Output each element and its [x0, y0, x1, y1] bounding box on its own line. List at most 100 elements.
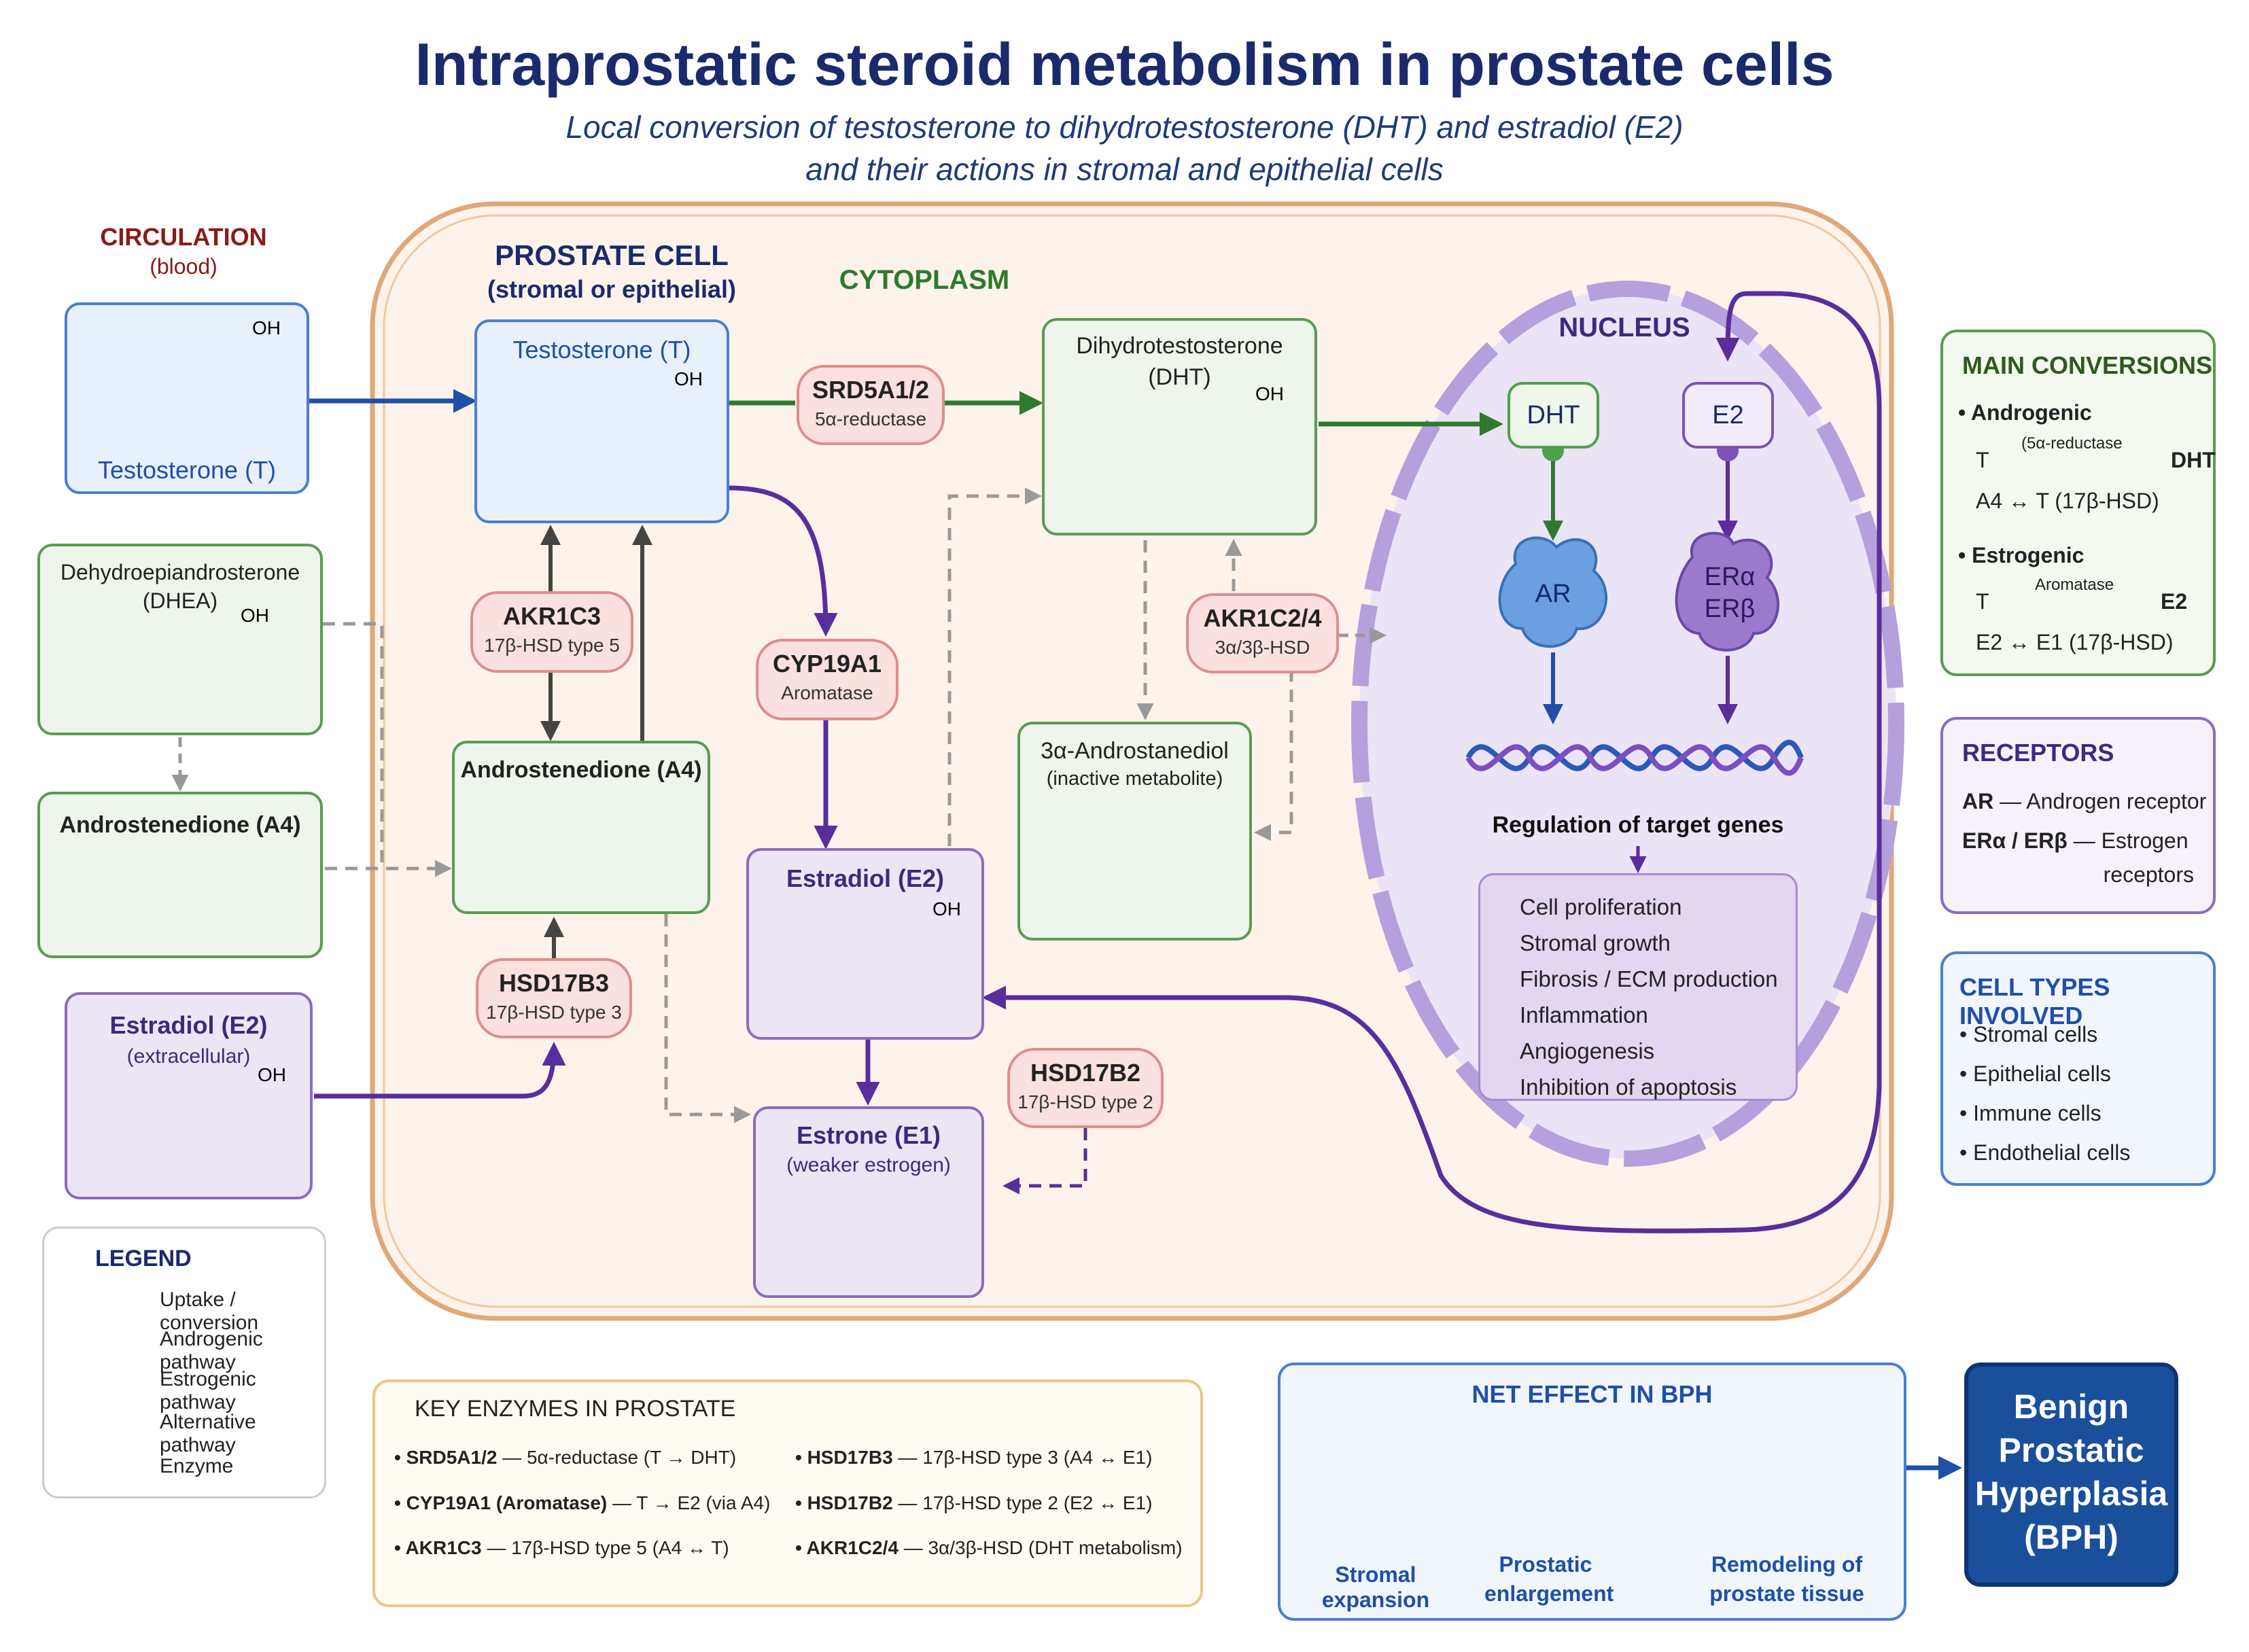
receptor-er-desc: — Estrogen: [2067, 828, 2189, 853]
enzyme-row-desc: — T → E2 (via A4): [607, 1492, 771, 1513]
main-conversions-title: MAIN CONVERSIONS: [1962, 351, 2213, 379]
conv-arrow-label: (5α-reductase: [2021, 434, 2123, 453]
bph-line1: Benign: [2013, 1388, 2129, 1426]
key-enzymes-panel: KEY ENZYMES IN PROSTATE • SRD5A1/2 — 5α-…: [372, 1379, 1203, 1607]
conv-t-label: T: [1976, 448, 1989, 472]
conv-a4-t-line: A4 ↔ T (17β-HSD): [1976, 489, 2159, 513]
receptor-er-desc-cont: receptors: [2103, 862, 2194, 887]
ar-receptor-shape: [1498, 536, 1607, 648]
er-receptor-shape: [1675, 531, 1779, 652]
dna-helix-icon: [1465, 739, 1804, 776]
oh-label: OH: [932, 898, 961, 919]
enzyme-hsd17b2: HSD17B2 17β-HSD type 2: [1007, 1048, 1164, 1128]
enzyme-row-desc: — 17β-HSD type 2 (E2 ↔ E1): [892, 1492, 1153, 1513]
circ-e2-sublabel: (extracellular): [126, 1045, 251, 1068]
cell-type-item: • Stromal cells: [1959, 1022, 2098, 1047]
enzyme-row-name: • CYP19A1 (Aromatase): [394, 1492, 608, 1513]
dhea-label-line1: Dehydroepiandrosterone: [60, 560, 300, 584]
enzyme-name: AKR1C3: [502, 602, 602, 630]
circ-testosterone-label: Testosterone (T): [97, 456, 277, 484]
era-label: ERα: [1704, 563, 1756, 591]
enzyme-name: HSD17B3: [498, 969, 610, 997]
gene-item: Inflammation: [1520, 1002, 1648, 1027]
enzyme-row-desc: — 17β-HSD type 5 (A4 ↔ T): [481, 1537, 729, 1558]
net-effect-prostatic-1: Prostatic: [1499, 1552, 1592, 1577]
receptor-ar-desc: — Androgen receptor: [1993, 789, 2207, 813]
enzyme-subname: 17β-HSD type 2: [1017, 1091, 1153, 1112]
enzyme-akr1c24: AKR1C2/4 3α/3β-HSD: [1186, 593, 1339, 673]
alt-arrow-a4-to-e1: [664, 914, 751, 1123]
main-conversions-panel: MAIN CONVERSIONS • Androgenic T (5α-redu…: [1940, 330, 2216, 676]
enzyme-subname: Aromatase: [781, 682, 873, 703]
arrow-circ-e2: [314, 1042, 566, 1099]
erb-label: ERβ: [1704, 595, 1756, 623]
enzyme-name: AKR1C2/4: [1203, 604, 1322, 632]
net-effect-panel: NET EFFECT IN BPH Stromal expansion Pros…: [1278, 1363, 1906, 1621]
legend-alternative-label: Alternative pathway: [160, 1411, 256, 1456]
enzyme-name: SRD5A1/2: [812, 376, 930, 404]
enzyme-row-name: • AKR1C2/4: [795, 1537, 899, 1558]
cell-e1-card: Estrone (E1) (weaker estrogen): [753, 1106, 984, 1298]
oh-label: OH: [258, 1064, 286, 1085]
oh-label: OH: [241, 605, 269, 626]
circ-e2-label: Estradiol (E2): [109, 1011, 268, 1039]
net-effect-title: NET EFFECT IN BPH: [1471, 1380, 1713, 1408]
gene-item: Fibrosis / ECM production: [1520, 966, 1778, 991]
enzyme-name: HSD17B2: [1030, 1059, 1141, 1087]
enzyme-cyp19a1: CYP19A1 Aromatase: [756, 639, 899, 720]
legend-enzyme-label: Enzyme: [160, 1455, 234, 1477]
enzyme-subname: 3α/3β-HSD: [1215, 637, 1310, 658]
arrow-t-to-aromatase: [728, 485, 838, 637]
cell-a4-card: Androstenedione (A4): [452, 741, 710, 914]
cell-types-panel: CELL TYPES INVOLVED • Stromal cells • Ep…: [1940, 951, 2216, 1186]
enzyme-subname: 17β-HSD type 3: [486, 1002, 622, 1023]
dht-label-line2: (DHT): [1148, 364, 1211, 390]
androgenic-header: • Androgenic: [1958, 400, 2092, 425]
legend-estrogenic-label: Estrogenic pathway: [160, 1368, 256, 1413]
net-effect-stromal: Stromal expansion: [1321, 1562, 1430, 1612]
estrogenic-header: • Estrogenic: [1958, 543, 2085, 567]
ar-label: AR: [1535, 580, 1571, 608]
page-subtitle-line1: Local conversion of testosterone to dihy…: [565, 109, 1684, 145]
bph-line3: Hyperplasia: [1974, 1475, 2168, 1513]
cell-type-item: • Epithelial cells: [1959, 1061, 2111, 1086]
regulation-label: Regulation of target genes: [1492, 812, 1784, 838]
arrow-hsd17b2: [1003, 1128, 1087, 1195]
net-effect-remodel-1: Remodeling of: [1711, 1552, 1863, 1577]
cell-androstanediol-card: 3α-Androstanediol (inactive metabolite): [1017, 722, 1252, 941]
page-subtitle-line2: and their actions in stromal and epithel…: [805, 152, 1444, 187]
cell-e1-label: Estrone (E1): [796, 1121, 941, 1149]
cell-e1-sublabel: (weaker estrogen): [786, 1154, 951, 1176]
gene-item: Inhibition of apoptosis: [1520, 1074, 1737, 1100]
conv-arrow-label: Aromatase: [2035, 576, 2114, 594]
receptor-er: ERα / ERβ: [1962, 828, 2068, 853]
cell-types-title: CELL TYPES INVOLVED: [1959, 973, 2110, 1030]
gene-item: Cell proliferation: [1520, 894, 1682, 919]
nucleus-dht-box: DHT: [1507, 382, 1599, 449]
cell-type-item: • Immune cells: [1959, 1101, 2102, 1125]
prostate-cell-label: PROSTATE CELL: [495, 239, 729, 271]
cell-a4-label: Androstenedione (A4): [460, 757, 702, 783]
enzyme-row-desc: — 5α-reductase (T → DHT): [497, 1447, 737, 1468]
oh-label: OH: [252, 317, 281, 338]
enzyme-row-name: • HSD17B3: [795, 1447, 893, 1468]
legend-uptake-label: Uptake / conversion: [160, 1288, 259, 1334]
enzyme-row-desc: — 3α/3β-HSD (DHT metabolism): [898, 1537, 1183, 1558]
oh-label: OH: [1255, 383, 1284, 404]
enzyme-row-name: • SRD5A1/2: [394, 1447, 498, 1468]
nucleus-e2-label: E2: [1712, 401, 1744, 429]
enzyme-name: CYP19A1: [772, 650, 882, 678]
net-effect-remodel-2: prostate tissue: [1709, 1581, 1864, 1606]
enzyme-row-desc: — 17β-HSD type 3 (A4 ↔ E1): [892, 1447, 1153, 1468]
bph-box: Benign Prostatic Hyperplasia (BPH): [1964, 1363, 2178, 1587]
arrow-e2-to-nucleus: [986, 291, 1882, 1233]
prostate-cell-sublabel: (stromal or epithelial): [487, 275, 737, 303]
conv-e2-e1-line: E2 ↔ E1 (17β-HSD): [1976, 630, 2174, 654]
circulation-sublabel: (blood): [150, 254, 217, 279]
circ-a4-label: Androstenedione (A4): [59, 812, 301, 838]
legend-androgenic-label: Androgenic pathway: [160, 1328, 263, 1373]
cell-testosterone-label: Testosterone (T): [512, 336, 691, 364]
enzyme-row-name: • AKR1C3: [394, 1537, 482, 1558]
oh-label: OH: [674, 368, 703, 389]
cell-testosterone-card: Testosterone (T) OH: [474, 319, 729, 523]
